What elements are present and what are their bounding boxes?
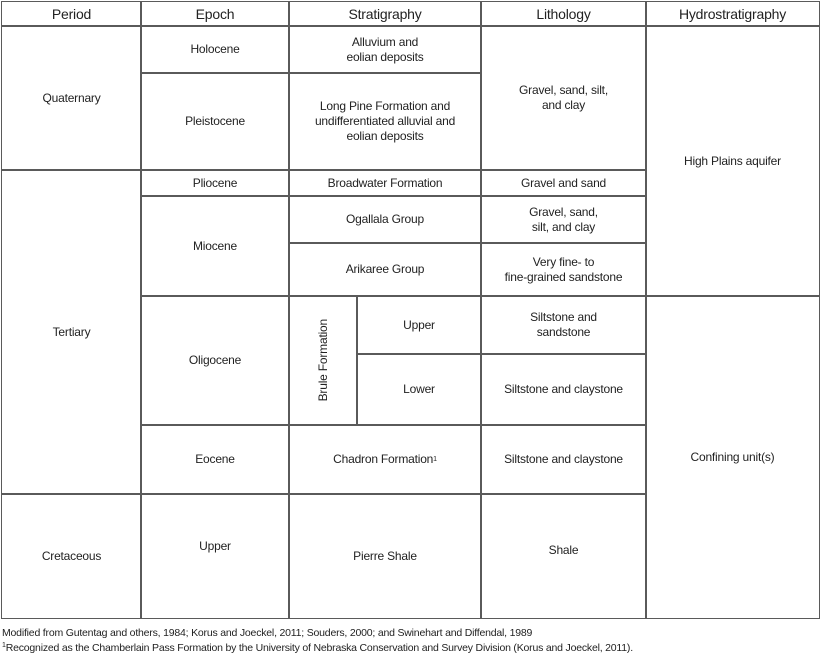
epoch-pliocene: Pliocene bbox=[140, 169, 290, 197]
strat-chadron-label: Chadron Formation bbox=[333, 452, 434, 466]
source-note: Modified from Gutentag and others, 1984;… bbox=[2, 627, 533, 639]
strat-brule-upper: Upper bbox=[356, 295, 482, 355]
footnote-1-mark: 1 bbox=[2, 642, 6, 649]
lith-pierre: Shale bbox=[480, 493, 647, 619]
footnote-mark: 1 bbox=[433, 456, 437, 463]
strat-ogallala: Ogallala Group bbox=[288, 195, 482, 244]
header-stratigraphy: Stratigraphy bbox=[288, 1, 482, 27]
header-lithology: Lithology bbox=[480, 1, 647, 27]
lith-chadron: Siltstone and claystone bbox=[480, 424, 647, 495]
footnote-1: 1Recognized as the Chamberlain Pass Form… bbox=[2, 642, 633, 654]
strat-brule: Brule Formation bbox=[288, 295, 358, 426]
epoch-eocene: Eocene bbox=[140, 424, 290, 495]
epoch-oligocene: Oligocene bbox=[140, 295, 290, 426]
epoch-pleistocene: Pleistocene bbox=[140, 72, 290, 171]
strat-broadwater: Broadwater Formation bbox=[288, 169, 482, 197]
period-cretaceous: Cretaceous bbox=[1, 493, 142, 619]
strat-arikaree: Arikaree Group bbox=[288, 242, 482, 297]
hydro-high-plains: High Plains aquifer bbox=[645, 25, 820, 297]
period-quaternary: Quaternary bbox=[1, 25, 142, 171]
header-epoch: Epoch bbox=[140, 1, 290, 27]
lith-brule-lower: Siltstone and claystone bbox=[480, 353, 647, 426]
lith-ogallala: Gravel, sand, silt, and clay bbox=[480, 195, 647, 244]
strat-alluvium: Alluvium and eolian deposits bbox=[288, 25, 482, 74]
strat-long-pine: Long Pine Formation and undifferentiated… bbox=[288, 72, 482, 171]
lith-arikaree: Very fine- to fine-grained sandstone bbox=[480, 242, 647, 297]
lith-brule-upper: Siltstone and sandstone bbox=[480, 295, 647, 355]
lith-pliocene: Gravel and sand bbox=[480, 169, 647, 197]
strat-pierre: Pierre Shale bbox=[288, 493, 482, 619]
header-hydrostratigraphy: Hydrostratigraphy bbox=[645, 1, 820, 27]
strat-brule-lower: Lower bbox=[356, 353, 482, 426]
strat-brule-label: Brule Formation bbox=[315, 319, 330, 402]
footnote-1-text: Recognized as the Chamberlain Pass Forma… bbox=[5, 642, 633, 654]
period-tertiary: Tertiary bbox=[1, 169, 142, 495]
header-period: Period bbox=[1, 1, 142, 27]
hydro-confining: Confining unit(s) bbox=[645, 295, 820, 619]
epoch-miocene: Miocene bbox=[140, 195, 290, 297]
lith-quaternary: Gravel, sand, silt, and clay bbox=[480, 25, 647, 171]
epoch-upper-cretaceous: Upper bbox=[140, 493, 290, 619]
epoch-holocene: Holocene bbox=[140, 25, 290, 74]
